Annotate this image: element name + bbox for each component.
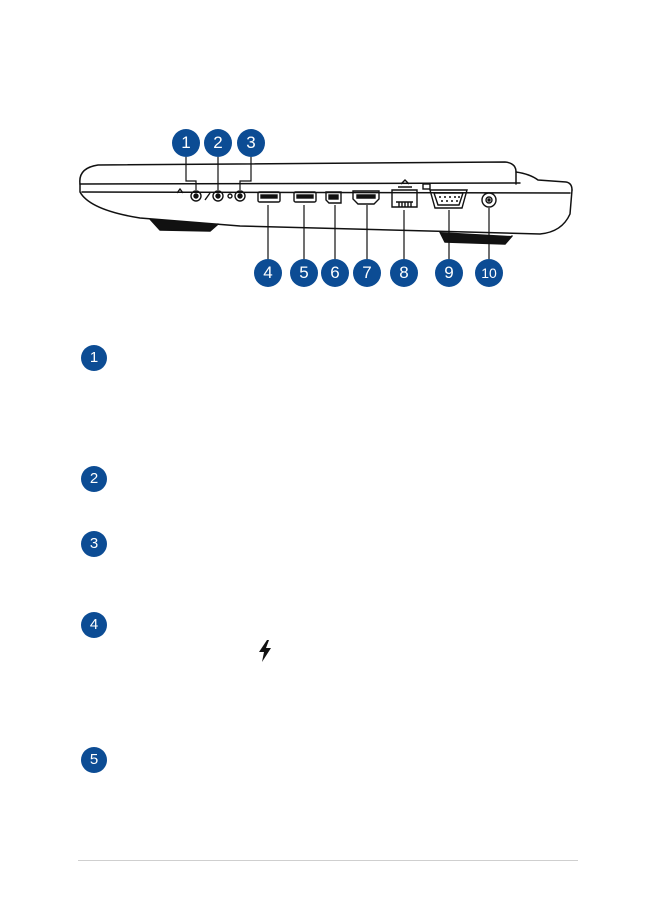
footer-divider [78, 860, 578, 861]
callout-1: 1 [172, 129, 200, 157]
callout-10: 10 [475, 259, 503, 287]
front-foot [149, 218, 219, 232]
callout-8: 8 [390, 259, 418, 287]
list-badge-4: 4 [81, 612, 107, 638]
port-3-spdif-jack [234, 190, 246, 202]
port-5-usb [293, 191, 317, 203]
port-1-headphone-jack [190, 190, 202, 202]
port-7-hdmi [352, 190, 380, 205]
callout-7: 7 [353, 259, 381, 287]
port-4-usb [257, 191, 281, 203]
list-badge-2: 2 [81, 466, 107, 492]
list-badge-5: 5 [81, 747, 107, 773]
callout-4: 4 [254, 259, 282, 287]
port-10-dc-in [481, 192, 497, 208]
port-6-mini-displayport [325, 191, 342, 204]
callout-6: 6 [321, 259, 349, 287]
callout-3: 3 [237, 129, 265, 157]
laptop-side-view-diagram [79, 157, 573, 259]
callout-5: 5 [290, 259, 318, 287]
port-8-lan [391, 189, 418, 208]
port-2-microphone-jack [212, 190, 224, 202]
rear-foot [439, 231, 513, 245]
callout-9: 9 [435, 259, 463, 287]
port-9-vga [429, 189, 468, 209]
callout-2: 2 [204, 129, 232, 157]
lightning-bolt-icon [259, 640, 271, 662]
laptop-lid [79, 161, 517, 185]
list-badge-3: 3 [81, 531, 107, 557]
list-badge-1: 1 [81, 345, 107, 371]
